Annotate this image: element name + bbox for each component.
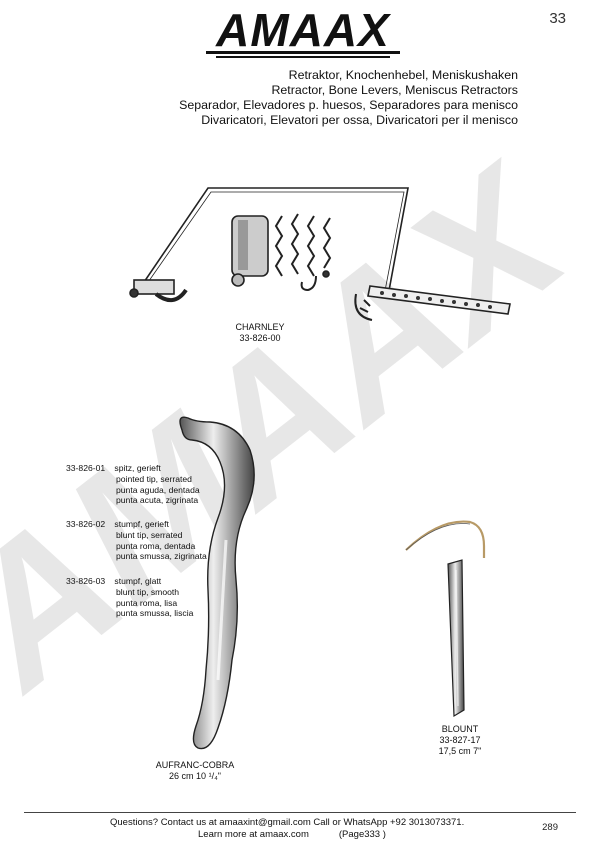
aufranc-size: 26 cm 10 ¹/₄" xyxy=(169,771,221,781)
footer-contact: Questions? Contact us at amaaxint@gmail.… xyxy=(110,817,465,828)
variant-text: stumpf, glatt xyxy=(114,576,162,586)
variant-text: punta smussa, liscia xyxy=(116,608,194,619)
variant-text: punta roma, lisa xyxy=(116,597,178,608)
title-spanish: Separador, Elevadores p. huesos, Separad… xyxy=(179,98,518,112)
charnley-name: CHARNLEY xyxy=(235,322,285,332)
blount-code: 33-827-17 xyxy=(439,735,481,745)
variant-block-3: 33-826-03 stumpf, glatt blunt tip, smoot… xyxy=(66,576,193,619)
variant-text: punta smussa, zigrinata xyxy=(116,551,207,562)
variant-text: punta acuta, zigrinata xyxy=(116,495,199,506)
blount-caption: BLOUNT 33-827-17 17,5 cm 7" xyxy=(420,724,500,757)
variant-code: 33-826-02 xyxy=(66,519,106,529)
variant-text: punta roma, dentada xyxy=(116,540,196,551)
title-block: Retraktor, Knochenhebel, Meniskushaken R… xyxy=(179,68,518,128)
title-german: Retraktor, Knochenhebel, Meniskushaken xyxy=(288,68,518,82)
footer-divider xyxy=(24,812,576,813)
footer-page-ref: (Page333 ) xyxy=(338,829,386,840)
corner-page-number: 289 xyxy=(542,822,558,833)
footer: Questions? Contact us at amaaxint@gmail.… xyxy=(110,817,464,841)
title-italian: Divaricatori, Elevatori per ossa, Divari… xyxy=(201,113,518,127)
aufranc-caption: AUFRANC-COBRA 26 cm 10 ¹/₄" xyxy=(150,760,240,782)
variant-code: 33-826-03 xyxy=(66,576,106,586)
variant-text: punta aguda, dentada xyxy=(116,484,200,495)
variant-code: 33-826-01 xyxy=(66,463,106,473)
aufranc-name: AUFRANC-COBRA xyxy=(155,760,235,770)
charnley-retractor-illustration xyxy=(129,187,511,321)
variant-text: blunt tip, serrated xyxy=(116,529,183,540)
variant-block-2: 33-826-02 stumpf, gerieft blunt tip, ser… xyxy=(66,519,207,562)
variant-text: spitz, gerieft xyxy=(114,463,161,473)
title-english: Retractor, Bone Levers, Meniscus Retract… xyxy=(271,83,518,97)
footer-website: Learn more at amaax.com xyxy=(198,829,309,840)
logo-text: AMAAX xyxy=(215,6,391,56)
charnley-code: 33-826-00 xyxy=(239,333,281,343)
brand-logo: AMAAX xyxy=(198,4,408,62)
variant-block-1: 33-826-01 spitz, gerieft pointed tip, se… xyxy=(66,463,200,506)
page-number: 33 xyxy=(549,10,566,27)
blount-illustration xyxy=(405,520,486,718)
variant-text: stumpf, gerieft xyxy=(114,519,169,529)
variant-text: pointed tip, serrated xyxy=(116,473,192,484)
charnley-caption: CHARNLEY 33-826-00 xyxy=(220,322,300,344)
aufranc-cobra-illustration xyxy=(179,416,255,750)
blount-size: 17,5 cm 7" xyxy=(438,746,482,756)
variant-text: blunt tip, smooth xyxy=(116,586,180,597)
blount-name: BLOUNT xyxy=(441,724,479,734)
